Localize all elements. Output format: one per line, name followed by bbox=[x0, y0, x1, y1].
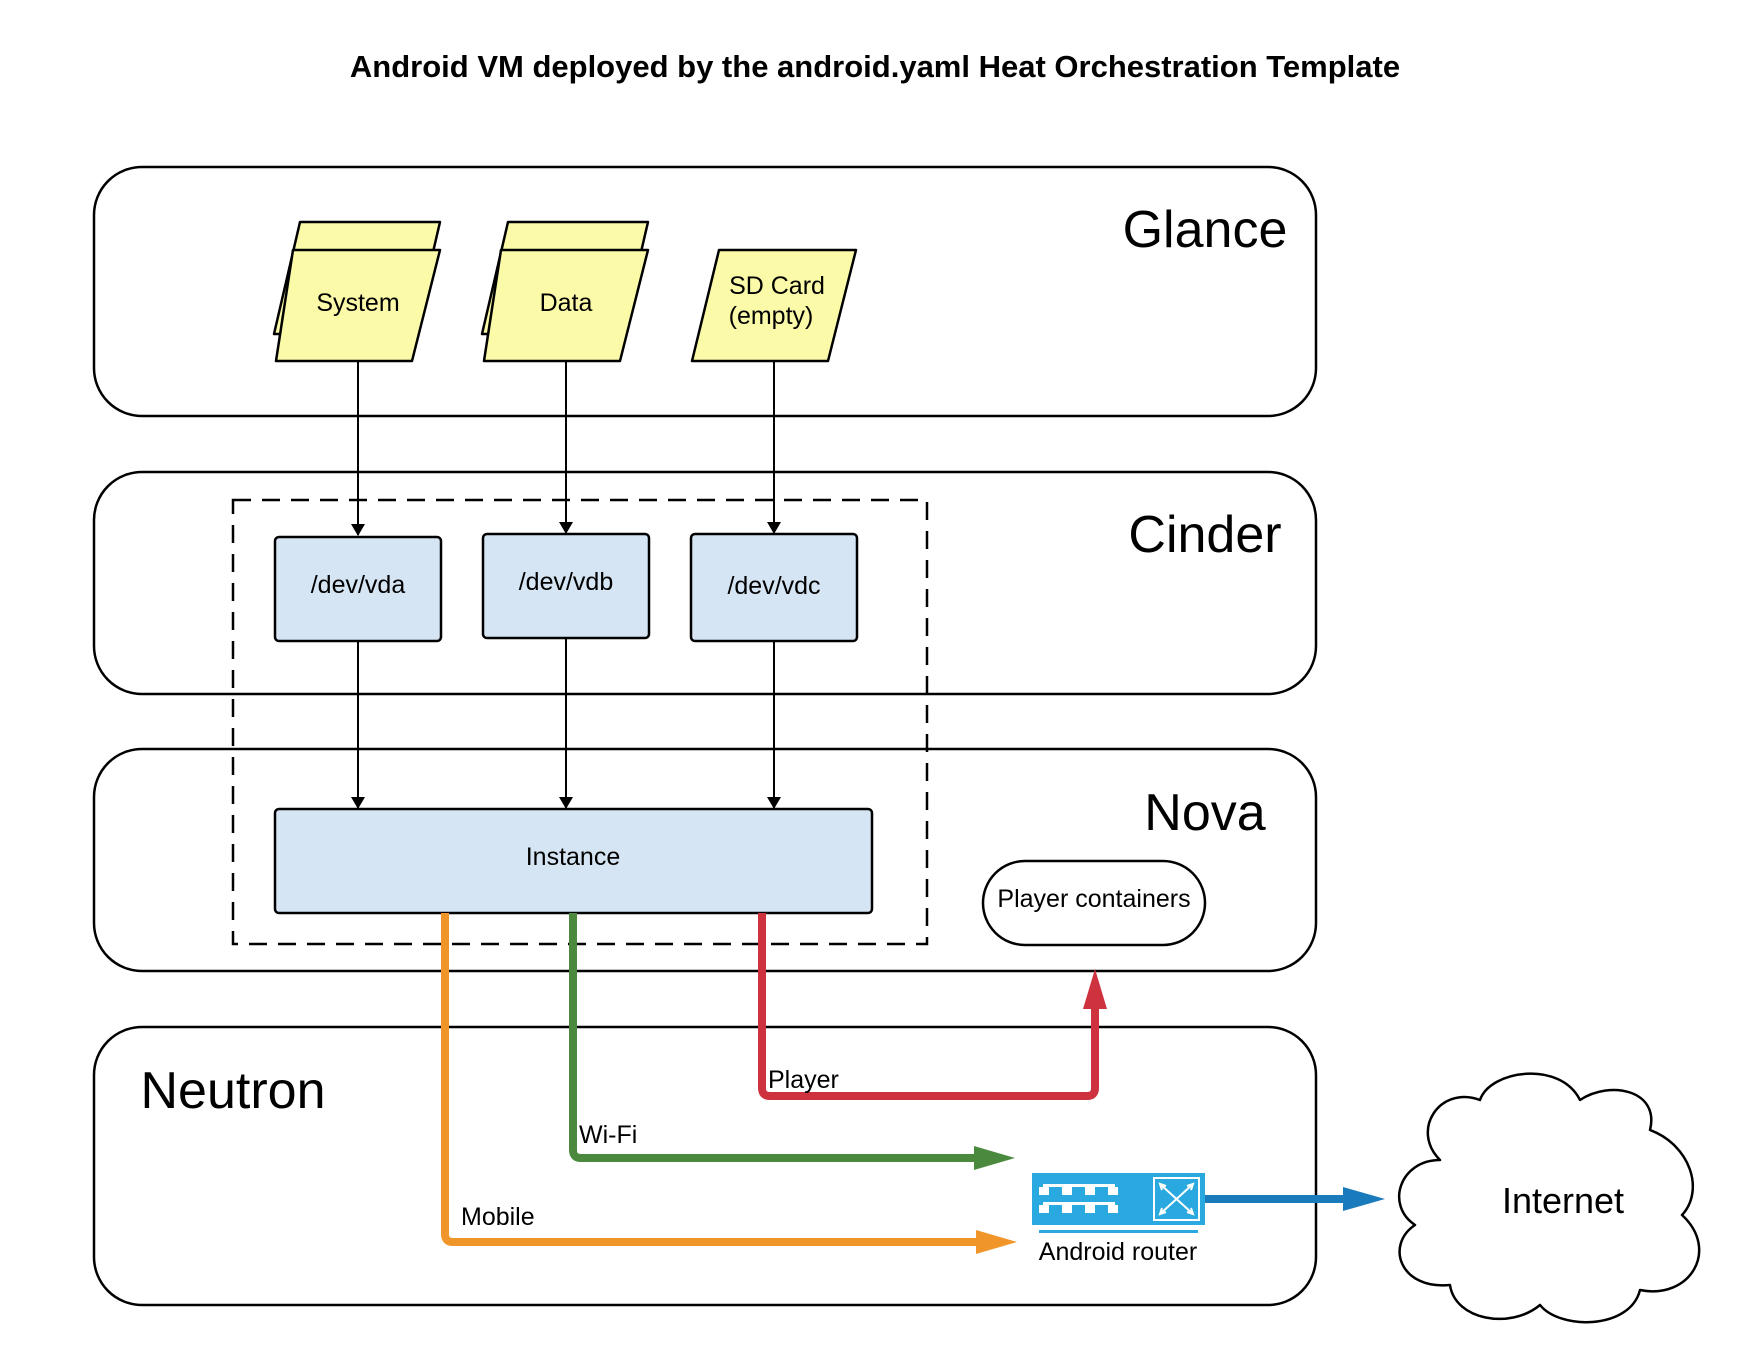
system-image-label: System bbox=[316, 289, 399, 317]
internet-link bbox=[1205, 1187, 1385, 1211]
player-network: Player bbox=[758, 913, 1107, 1100]
volume-vda-label: /dev/vda bbox=[311, 571, 406, 599]
player-containers-label: Player containers bbox=[997, 885, 1190, 913]
data-image-label: Data bbox=[540, 289, 593, 317]
wifi-network: Wi-Fi bbox=[569, 913, 1015, 1170]
internet-label: Internet bbox=[1502, 1180, 1624, 1221]
volume-vdc-label: /dev/vdc bbox=[727, 572, 820, 600]
sdcard-image: SD Card (empty) bbox=[690, 248, 858, 363]
nova-label: Nova bbox=[1144, 784, 1265, 842]
sdcard-image-label-line2: (empty) bbox=[729, 302, 814, 330]
data-image: Data bbox=[480, 220, 650, 363]
volume-vdb-label: /dev/vdb bbox=[519, 568, 614, 596]
router-label: Android router bbox=[1039, 1238, 1197, 1266]
player-network-label: Player bbox=[768, 1066, 839, 1094]
mobile-network-label: Mobile bbox=[461, 1203, 535, 1231]
mobile-network: Mobile bbox=[441, 913, 1017, 1254]
router-icon bbox=[1032, 1173, 1205, 1233]
sdcard-image-label-line1: SD Card bbox=[729, 272, 825, 300]
instance-label: Instance bbox=[526, 843, 621, 871]
internet-cloud bbox=[1398, 1072, 1701, 1324]
neutron-label: Neutron bbox=[141, 1062, 326, 1120]
wifi-network-label: Wi-Fi bbox=[579, 1121, 637, 1149]
glance-label: Glance bbox=[1123, 201, 1288, 259]
diagram-title: Android VM deployed by the android.yaml … bbox=[350, 49, 1400, 84]
system-image: System bbox=[272, 220, 442, 363]
cinder-label: Cinder bbox=[1128, 506, 1281, 564]
vm-boundary bbox=[231, 498, 929, 946]
player-containers bbox=[981, 859, 1207, 947]
